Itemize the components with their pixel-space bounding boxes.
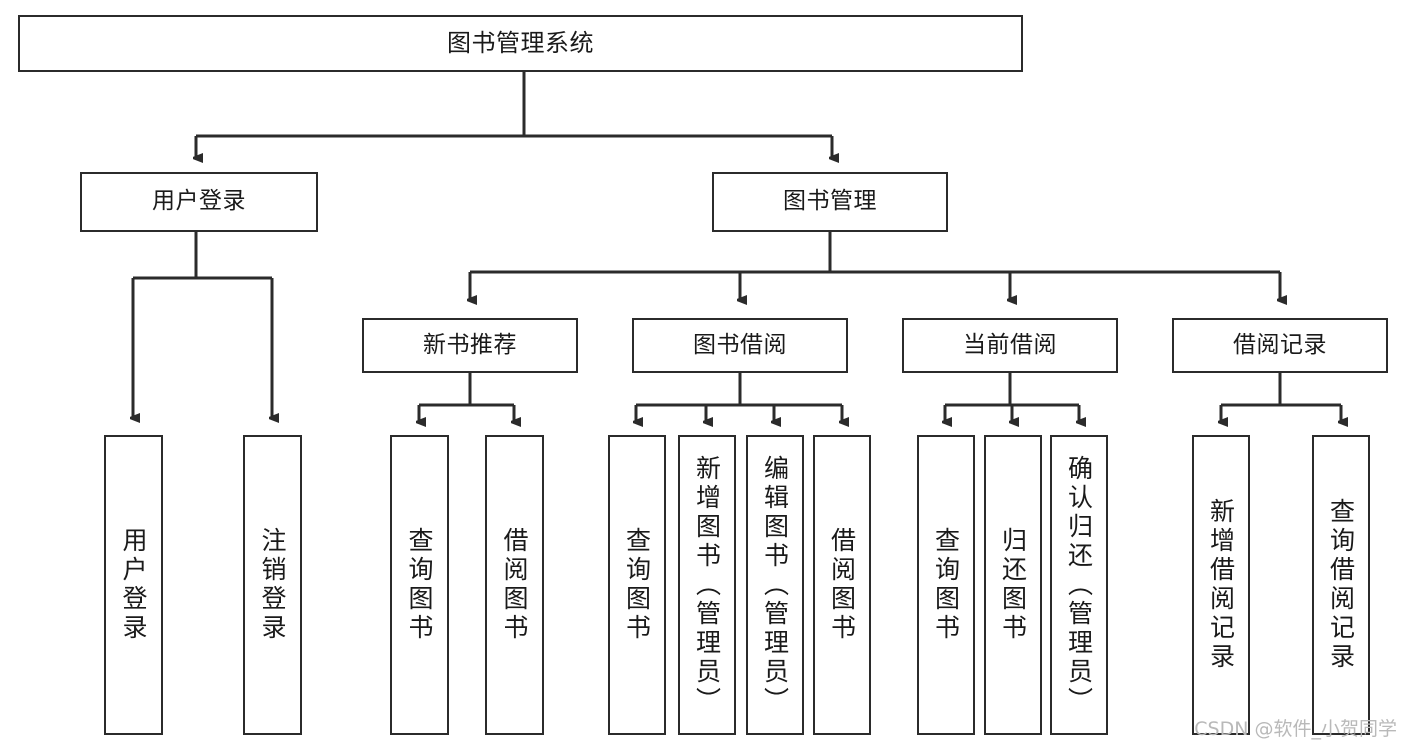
leaf-current-confirm-return-admin[interactable]: 确认归还（管理员） <box>1050 435 1108 735</box>
node-borrow-record[interactable]: 借阅记录 <box>1172 318 1388 373</box>
node-label: 借阅记录 <box>1233 331 1327 358</box>
node-label: 确认归还（管理员） <box>1064 454 1094 716</box>
leaf-recommend-query-book[interactable]: 查询图书 <box>390 435 449 735</box>
leaf-user-logout[interactable]: 注销登录 <box>243 435 302 735</box>
leaf-user-login[interactable]: 用户登录 <box>104 435 163 735</box>
node-label: 注销登录 <box>258 527 287 643</box>
node-label: 查询图书 <box>405 527 434 643</box>
node-label: 图书管理系统 <box>447 29 594 58</box>
leaf-borrow-borrow-book[interactable]: 借阅图书 <box>813 435 871 735</box>
node-label: 新增图书（管理员） <box>692 454 722 716</box>
leaf-borrow-query-book[interactable]: 查询图书 <box>608 435 666 735</box>
node-label: 用户登录 <box>119 527 148 643</box>
node-label: 编辑图书（管理员） <box>760 454 790 716</box>
node-label: 新书推荐 <box>423 331 517 358</box>
node-label: 借阅图书 <box>827 527 857 643</box>
node-root-system[interactable]: 图书管理系统 <box>18 15 1023 72</box>
node-label: 用户登录 <box>152 188 246 215</box>
watermark: CSDN @软件_小贺同学 <box>1194 718 1397 740</box>
leaf-current-query-book[interactable]: 查询图书 <box>917 435 975 735</box>
node-label: 图书借阅 <box>693 331 787 358</box>
leaf-recommend-borrow-book[interactable]: 借阅图书 <box>485 435 544 735</box>
node-label: 当前借阅 <box>963 331 1057 358</box>
node-label: 查询借阅记录 <box>1326 498 1356 672</box>
leaf-borrow-edit-book-admin[interactable]: 编辑图书（管理员） <box>746 435 804 735</box>
node-label: 图书管理 <box>783 188 877 215</box>
node-book-management[interactable]: 图书管理 <box>712 172 948 232</box>
leaf-borrow-add-book-admin[interactable]: 新增图书（管理员） <box>678 435 736 735</box>
node-current-borrow[interactable]: 当前借阅 <box>902 318 1118 373</box>
node-user-login[interactable]: 用户登录 <box>80 172 318 232</box>
node-label: 借阅图书 <box>500 527 529 643</box>
node-label: 归还图书 <box>998 527 1028 643</box>
leaf-record-add-record[interactable]: 新增借阅记录 <box>1192 435 1250 735</box>
node-new-book-recommend[interactable]: 新书推荐 <box>362 318 578 373</box>
node-book-borrow[interactable]: 图书借阅 <box>632 318 848 373</box>
node-label: 查询图书 <box>622 527 652 643</box>
leaf-record-query-record[interactable]: 查询借阅记录 <box>1312 435 1370 735</box>
node-label: 查询图书 <box>931 527 961 643</box>
node-label: 新增借阅记录 <box>1206 498 1236 672</box>
leaf-current-return-book[interactable]: 归还图书 <box>984 435 1042 735</box>
